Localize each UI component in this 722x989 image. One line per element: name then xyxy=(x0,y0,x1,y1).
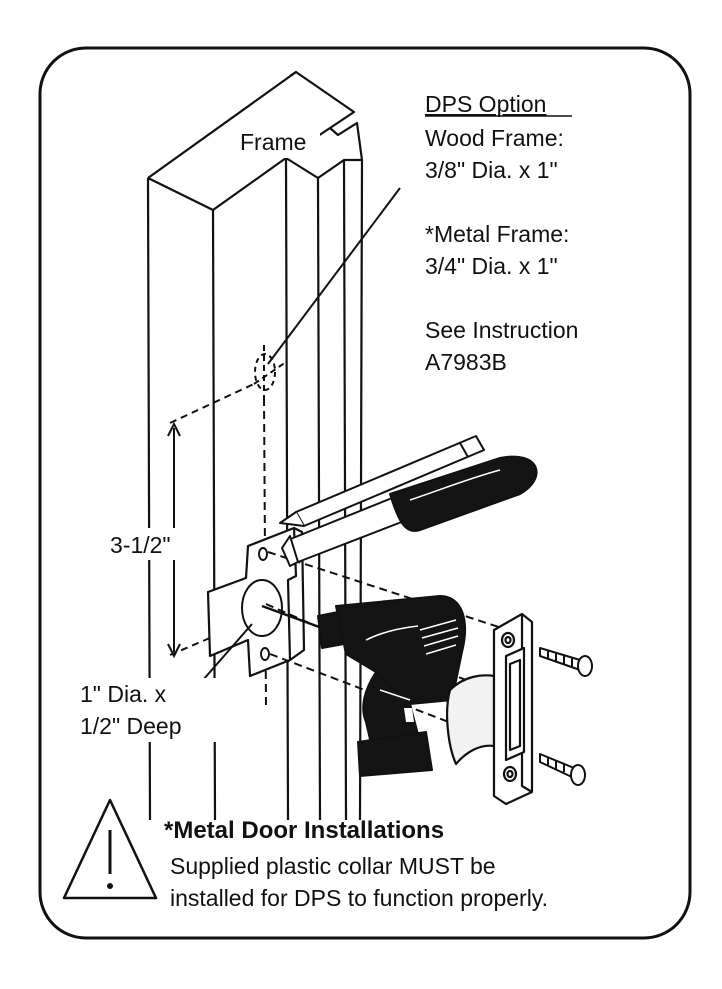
dps-see-line2: A7983B xyxy=(425,349,507,375)
warning-line1: Supplied plastic collar MUST be xyxy=(170,853,496,879)
dps-metal-line2: 3/4" Dia. x 1" xyxy=(425,253,558,279)
hole-leader-line xyxy=(195,623,253,689)
frame-label: Frame xyxy=(240,129,306,155)
hole-label-bg xyxy=(78,678,224,742)
dimension-label-bg xyxy=(106,528,212,560)
dps-metal-line1: *Metal Frame: xyxy=(425,221,569,247)
dps-wood-line1: Wood Frame: xyxy=(425,125,564,151)
strike-plate xyxy=(446,612,534,806)
screw-icon xyxy=(539,647,593,677)
warning-title: *Metal Door Installations xyxy=(164,817,444,844)
screwdriver-icon xyxy=(281,455,538,567)
drill-icon xyxy=(261,595,466,777)
dps-hole-marker xyxy=(253,345,287,398)
panel-border xyxy=(38,46,692,940)
screw-icon-lower xyxy=(539,753,586,786)
frame-label-bg xyxy=(236,124,320,158)
dps-heading: DPS Option xyxy=(425,91,546,117)
dps-wood-line2: 3/8" Dia. x 1" xyxy=(425,157,558,183)
dps-leader-line xyxy=(267,187,401,365)
pencil-icon xyxy=(279,435,485,527)
warning-line2: installed for DPS to function properly. xyxy=(170,885,548,911)
dps-see-line1: See Instruction xyxy=(425,317,578,343)
hole-label-line1: 1" Dia. x xyxy=(80,681,167,707)
warning-triangle-icon xyxy=(62,798,158,900)
hole-label-line2: 1/2" Deep xyxy=(80,713,182,739)
mortise-holes xyxy=(241,547,283,661)
dimension-label: 3-1/2" xyxy=(110,532,171,558)
